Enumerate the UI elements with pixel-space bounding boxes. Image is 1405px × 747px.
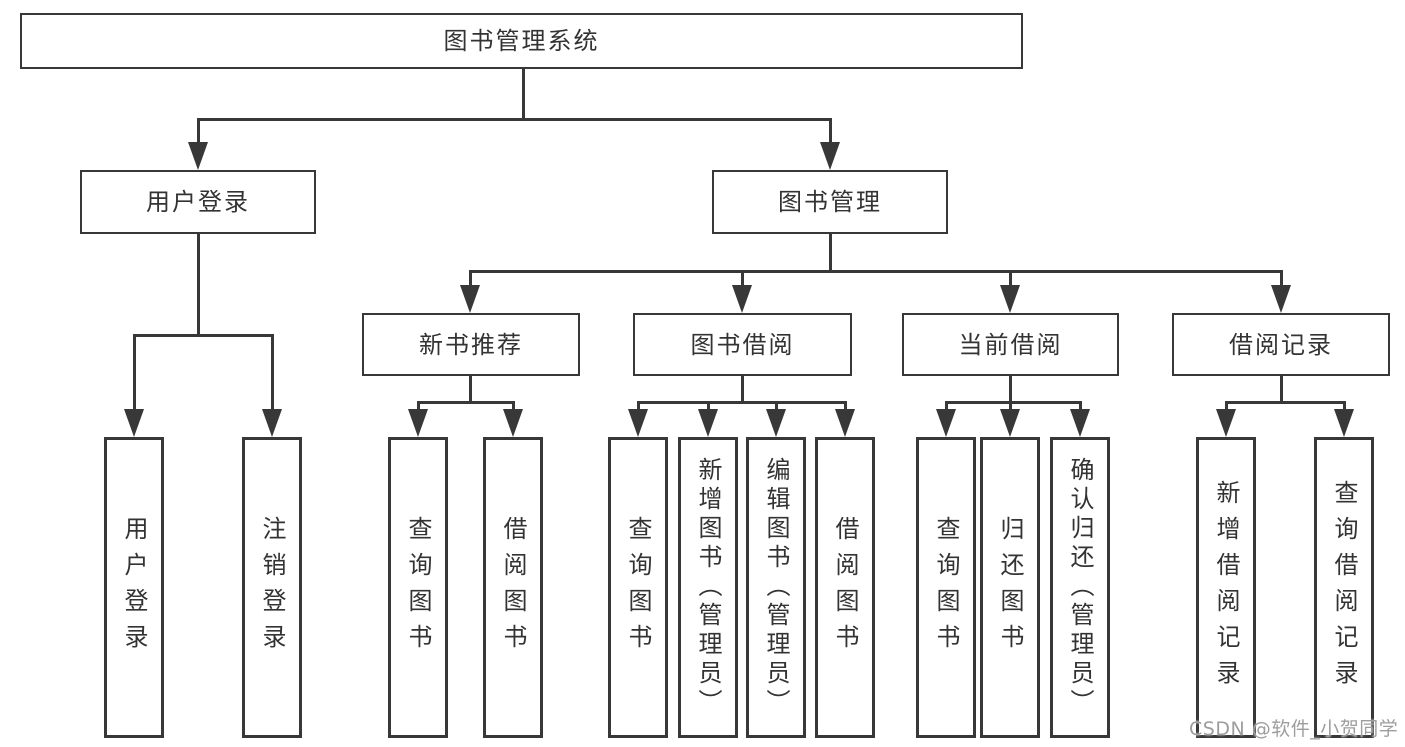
leaf-label: 查询图书 <box>932 515 960 660</box>
connector-splitter-current-borrow <box>945 401 1082 404</box>
connector-arrow-leaf <box>417 401 420 412</box>
connector-arrow-borrow-record <box>1280 270 1283 287</box>
arrowhead-new-book <box>460 285 480 313</box>
connector-login-drop <box>197 233 200 336</box>
node-label: 新书推荐 <box>419 330 523 359</box>
leaf-confirm-return-admin: 确认归还（管理员） <box>1050 437 1110 738</box>
arrowhead-leaf <box>1334 409 1354 437</box>
arrowhead-leaf <box>835 409 855 437</box>
leaf-label: 查询图书 <box>404 515 432 660</box>
connector-drop-current-borrow <box>1009 375 1012 404</box>
node-library-management-system: 图书管理系统 <box>20 13 1023 69</box>
connector-login-splitter <box>133 334 274 337</box>
connector-arrow-leaf <box>1079 401 1082 412</box>
csdn-watermark: CSDN @软件_小贺同学 <box>1189 718 1399 740</box>
leaf-label: 查询借阅记录 <box>1330 479 1358 696</box>
leaf-label: 确认归还（管理员） <box>1066 457 1094 718</box>
connector-arrow-leaf <box>945 401 948 412</box>
leaf-query-books-borrowing: 查询图书 <box>608 437 668 738</box>
leaf-label: 注销登录 <box>258 515 286 660</box>
connector-arrow-leaf <box>637 401 640 412</box>
leaf-label: 归还图书 <box>996 515 1024 660</box>
leaf-query-books-recommend: 查询图书 <box>388 437 448 738</box>
leaf-query-borrow-record: 查询借阅记录 <box>1314 437 1374 738</box>
connector-arrow-user-login <box>197 118 200 146</box>
leaf-borrow-books: 借阅图书 <box>815 437 875 738</box>
connector-drop-book-borrow <box>741 375 744 404</box>
node-label: 借阅记录 <box>1229 330 1333 359</box>
connector-arrow-leaf <box>512 401 515 412</box>
node-borrowing-records: 借阅记录 <box>1172 313 1390 376</box>
connector-arrow-login-leaf <box>133 334 136 412</box>
connector-arrow-leaf <box>1225 401 1228 412</box>
arrowhead-book-mgmt <box>820 142 840 170</box>
connector-arrow-leaf <box>1343 401 1346 412</box>
leaf-label: 用户登录 <box>120 515 148 660</box>
arrowhead-leaf <box>503 409 523 437</box>
arrowhead-leaf <box>766 409 786 437</box>
leaf-query-books-current: 查询图书 <box>916 437 976 738</box>
connector-splitter-new-book <box>417 401 515 404</box>
arrowhead-user-login <box>188 142 208 170</box>
connector-arrow-current-borrow <box>1009 270 1012 287</box>
arrowhead-leaf <box>628 409 648 437</box>
leaf-add-books-admin: 新增图书（管理员） <box>678 437 738 738</box>
node-label: 当前借阅 <box>958 330 1063 359</box>
arrowhead-leaf <box>1216 409 1236 437</box>
arrowhead-leaf <box>1070 409 1090 437</box>
connector-splitter-borrow-record <box>1225 401 1346 404</box>
leaf-label: 借阅图书 <box>499 515 527 660</box>
connector-drop-borrow-record <box>1280 375 1283 404</box>
connector-arrow-leaf <box>1009 401 1012 412</box>
arrowhead-leaf <box>1000 409 1020 437</box>
connector-root-drop <box>522 68 525 120</box>
node-book-borrowing: 图书借阅 <box>633 313 852 376</box>
connector-mgmt-drop <box>829 233 832 272</box>
arrowhead-borrow-record <box>1271 285 1291 313</box>
connector-arrow-new-book <box>469 270 472 287</box>
connector-splitter-book-borrow <box>637 401 847 404</box>
connector-arrow-leaf <box>844 401 847 412</box>
leaf-label: 新增图书（管理员） <box>694 457 722 718</box>
leaf-return-books: 归还图书 <box>980 437 1040 738</box>
connector-arrow-leaf <box>775 401 778 412</box>
node-label: 图书借阅 <box>690 330 795 359</box>
node-current-borrowing: 当前借阅 <box>902 313 1119 376</box>
connector-level3-splitter <box>469 270 1282 273</box>
connector-arrow-logout-leaf <box>271 334 274 412</box>
connector-arrow-leaf <box>707 401 710 412</box>
node-user-login-branch: 用户登录 <box>80 170 316 234</box>
leaf-label: 新增借阅记录 <box>1212 479 1240 696</box>
leaf-label: 查询图书 <box>624 515 652 660</box>
arrowhead-logout-leaf <box>262 409 282 437</box>
node-label: 用户登录 <box>146 188 250 216</box>
node-label: 图书管理 <box>778 188 882 216</box>
leaf-label: 编辑图书（管理员） <box>762 457 790 718</box>
arrowhead-book-borrow <box>732 285 752 313</box>
arrowhead-leaf <box>698 409 718 437</box>
arrowhead-login-leaf <box>124 409 144 437</box>
connector-drop-new-book <box>469 375 472 404</box>
leaf-add-borrow-record: 新增借阅记录 <box>1196 437 1256 738</box>
leaf-edit-books-admin: 编辑图书（管理员） <box>746 437 806 738</box>
leaf-logout: 注销登录 <box>242 437 302 738</box>
arrowhead-leaf <box>408 409 428 437</box>
node-new-book-recommend: 新书推荐 <box>362 313 580 376</box>
arrowhead-current-borrow <box>1000 285 1020 313</box>
leaf-borrow-books-recommend: 借阅图书 <box>483 437 543 738</box>
leaf-label: 借阅图书 <box>831 515 859 660</box>
node-label: 图书管理系统 <box>443 27 600 55</box>
connector-level2-splitter <box>197 118 832 121</box>
connector-arrow-book-mgmt <box>829 118 832 146</box>
leaf-user-login: 用户登录 <box>104 437 164 738</box>
node-book-management-branch: 图书管理 <box>712 170 948 234</box>
connector-arrow-book-borrow <box>741 270 744 287</box>
arrowhead-leaf <box>936 409 956 437</box>
